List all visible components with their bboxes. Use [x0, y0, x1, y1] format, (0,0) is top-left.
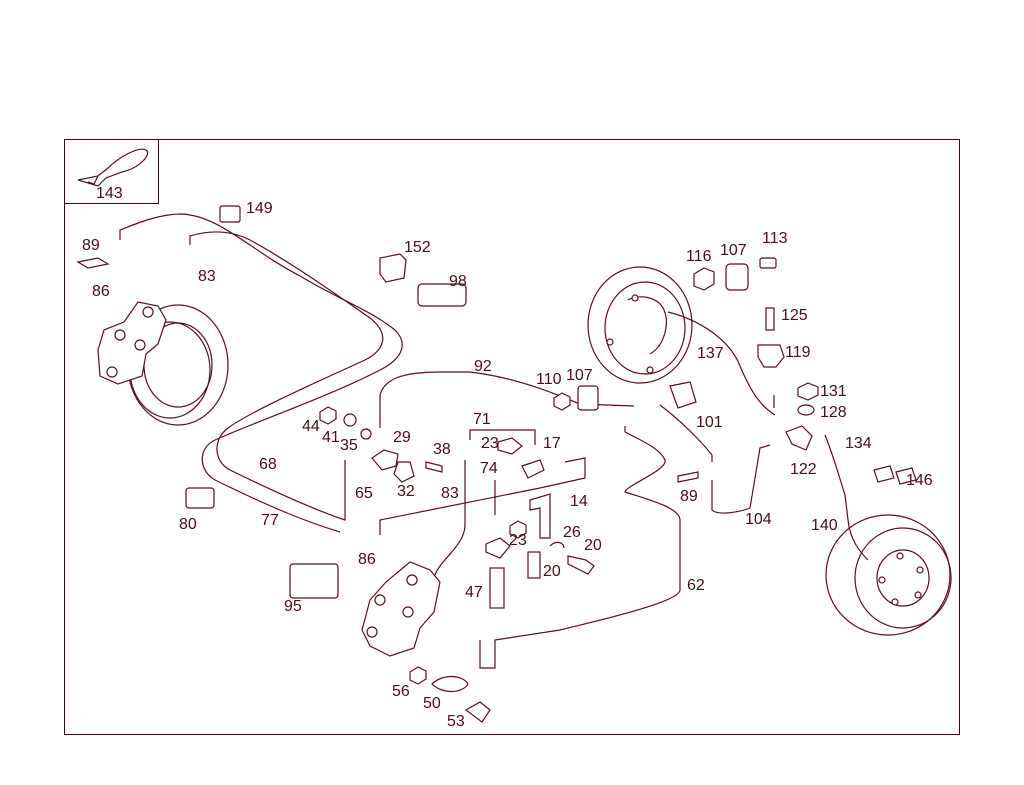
front-left-caliper — [97, 301, 167, 385]
callout-152: 152 — [404, 239, 431, 256]
callout-74: 74 — [480, 460, 498, 477]
callout-101: 101 — [696, 414, 723, 431]
callout-149: 149 — [246, 200, 273, 217]
callout-23-upper: 23 — [481, 435, 499, 452]
callout-14: 14 — [570, 493, 588, 510]
callout-17: 17 — [543, 435, 561, 452]
callout-47: 47 — [465, 584, 483, 601]
callout-38: 38 — [433, 441, 451, 458]
callout-89-lower: 89 — [680, 488, 698, 505]
callout-128: 128 — [820, 404, 847, 421]
callout-113: 113 — [762, 230, 788, 247]
callout-125: 125 — [781, 307, 808, 324]
callout-53: 53 — [447, 713, 465, 730]
diagram-frame — [64, 139, 960, 735]
rear-backing-plate — [587, 266, 693, 384]
callout-35: 35 — [340, 437, 358, 454]
callout-23-lower: 23 — [509, 532, 527, 549]
callout-86-lower: 86 — [358, 551, 376, 568]
callout-107-mid: 107 — [566, 367, 593, 384]
callout-83-lower: 83 — [441, 485, 459, 502]
callout-80: 80 — [179, 516, 197, 533]
callout-68: 68 — [259, 456, 277, 473]
callout-119: 119 — [785, 344, 811, 361]
callout-86-upper: 86 — [92, 283, 110, 300]
callout-143: 143 — [96, 185, 123, 202]
misc-parts — [76, 205, 917, 723]
rear-brake-drum — [825, 514, 952, 636]
callout-140: 140 — [811, 517, 838, 534]
callout-65: 65 — [355, 485, 373, 502]
callout-95: 95 — [284, 598, 302, 615]
callout-92: 92 — [474, 358, 492, 375]
callout-134: 134 — [845, 435, 872, 452]
inset-box — [64, 139, 159, 204]
callout-98: 98 — [449, 273, 467, 290]
callout-146: 146 — [906, 472, 933, 489]
callout-131: 131 — [820, 383, 847, 400]
callout-137: 137 — [697, 345, 724, 362]
callout-56: 56 — [392, 683, 410, 700]
callout-71: 71 — [473, 411, 491, 428]
callout-62: 62 — [687, 577, 705, 594]
callout-20-right: 20 — [584, 537, 602, 554]
callout-104: 104 — [745, 511, 772, 528]
callout-41: 41 — [322, 429, 340, 446]
callout-20-lower: 20 — [543, 563, 561, 580]
callout-122: 122 — [790, 461, 817, 478]
callout-83-upper: 83 — [198, 268, 216, 285]
callout-26: 26 — [563, 524, 581, 541]
callout-110: 110 — [536, 371, 562, 388]
callout-32: 32 — [397, 483, 415, 500]
front-right-caliper — [361, 561, 441, 657]
callout-50: 50 — [423, 695, 441, 712]
callout-89-upper: 89 — [82, 237, 100, 254]
callout-116: 116 — [686, 248, 712, 265]
callout-29: 29 — [393, 429, 411, 446]
callout-107-top: 107 — [720, 242, 747, 259]
callout-44: 44 — [302, 418, 320, 435]
cable-tie-143 — [77, 148, 149, 187]
callout-77: 77 — [261, 512, 279, 529]
